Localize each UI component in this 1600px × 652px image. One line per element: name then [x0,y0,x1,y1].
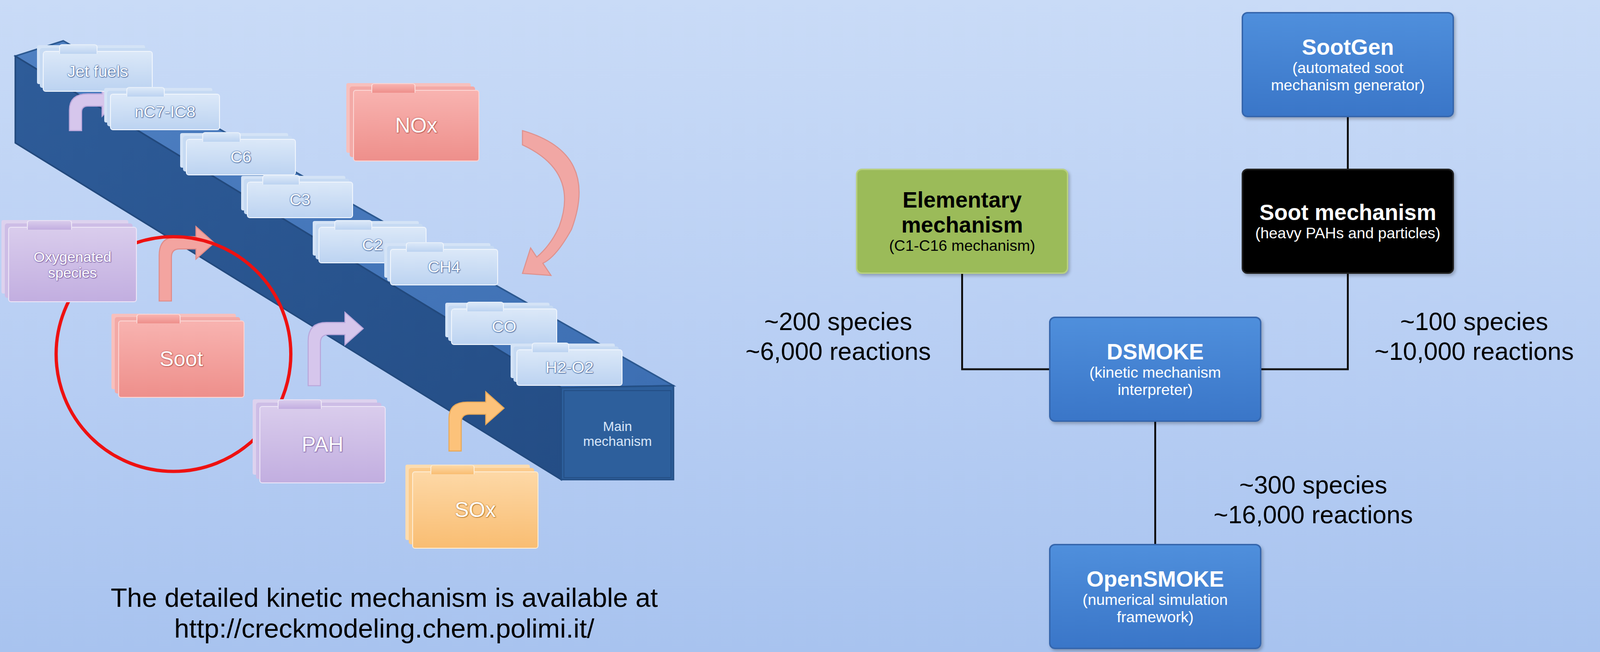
fuel-folder: CH4 [390,248,499,286]
folder-label: CO [491,317,517,336]
folder-label: Soot [159,347,204,371]
mechanism-box: Soot mechanism(heavy PAHs and particles) [1241,168,1454,274]
box-subtitle: (automated soot mechanism generator) [1253,59,1442,95]
box-title: Soot mechanism [1259,200,1437,226]
generator-box: SootGen(automated soot mechanism generat… [1241,12,1454,118]
mechanism-box: Elementary mechanism(C1-C16 mechanism) [855,168,1069,274]
folder-label: H2-O2 [545,358,594,377]
box-title: DSMOKE [1106,339,1204,365]
box-title: SootGen [1301,35,1394,61]
beam-top [15,40,674,388]
framework-box: OpenSMOKE(numerical simulation framework… [1049,543,1262,649]
folder-label: C3 [289,190,311,209]
connector-line [962,273,1050,370]
fuel-folder: CO [451,308,558,345]
folder-label: NOx [395,113,438,137]
box-title: Elementary mechanism [867,187,1057,238]
folder-label: PAH [301,432,344,456]
module-folder: PAH [259,405,386,484]
main-mechanism-face: Main mechanism [563,390,672,478]
folder-label: nC7-IC8 [134,102,196,121]
edge-label: ~200 species ~6,000 reactions [730,306,946,367]
folder-label: C2 [362,235,383,254]
folder-label: Oxygenated species [13,248,132,281]
arrow-pah [308,312,364,386]
beam-end [561,385,674,480]
module-folder: Oxygenated species [8,226,137,303]
folder-label: C6 [230,147,252,166]
module-folder: NOx [353,89,480,162]
fuel-folder: Jet fuels [42,50,153,92]
connector-line [1261,273,1348,370]
box-title: OpenSMOKE [1086,566,1224,592]
fuel-folder: H2-O2 [516,349,623,386]
box-subtitle: (heavy PAHs and particles) [1255,224,1441,243]
folder-label: Main mechanism [567,419,668,450]
box-subtitle: (numerical simulation framework) [1061,591,1250,626]
edge-label: ~100 species ~10,000 reactions [1366,306,1582,367]
arrow-sox [449,391,505,451]
arrow-nox [522,130,580,276]
folder-label: CH4 [427,257,461,276]
connector-line [1346,117,1349,169]
interpreter-box: DSMOKE(kinetic mechanism interpreter) [1049,316,1262,422]
box-subtitle: (kinetic mechanism interpreter) [1061,364,1250,399]
caption-text: The detailed kinetic mechanism is availa… [43,582,726,645]
module-folder: Soot [118,320,245,398]
folder-label: Jet fuels [67,62,129,81]
module-folder: SOx [412,471,539,549]
box-subtitle: (C1-C16 mechanism) [889,237,1036,255]
edge-label: ~300 species ~16,000 reactions [1205,469,1421,530]
fuel-folder: nC7-IC8 [109,93,220,131]
connector-line [1154,421,1157,544]
fuel-folder: C3 [246,181,354,219]
folder-label: SOx [454,498,497,522]
fuel-folder: C6 [185,138,296,176]
